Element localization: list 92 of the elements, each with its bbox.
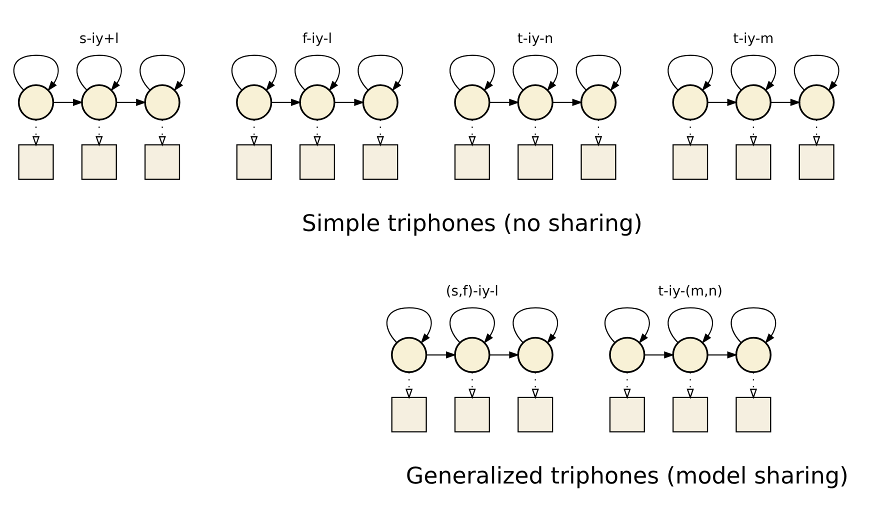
arrow [376, 119, 384, 146]
arrow [426, 350, 456, 358]
node-box [144, 144, 180, 180]
arrow [468, 372, 476, 399]
node-box [454, 396, 490, 432]
node-box [18, 144, 54, 180]
node-circle [362, 84, 398, 120]
arrow [294, 54, 340, 91]
arrow [140, 54, 185, 91]
arrow [231, 54, 277, 91]
node-circle [517, 84, 554, 120]
arrow [794, 54, 840, 91]
arrow [314, 119, 321, 146]
arrow [730, 54, 776, 91]
arrow [489, 98, 520, 106]
node-circle [735, 336, 772, 372]
node-box [391, 396, 427, 432]
arrow [708, 350, 738, 358]
node-circle [735, 84, 772, 120]
arrow [750, 372, 758, 399]
arrow [644, 350, 674, 358]
arrow [604, 306, 650, 344]
node-box [518, 144, 554, 180]
label: (s,f)-iy-l [446, 282, 499, 299]
node-circle [454, 84, 490, 120]
arrow [708, 98, 738, 106]
arrow [96, 119, 103, 146]
label: t-iy-(m,n) [658, 282, 722, 299]
node-circle [798, 84, 835, 120]
label: t-iy-m [733, 30, 774, 46]
node-circle [81, 84, 118, 120]
node-circle [144, 84, 180, 120]
node-circle [299, 84, 336, 120]
arrow [468, 119, 476, 146]
arrow [770, 98, 801, 106]
arrow [386, 306, 432, 344]
node-box [672, 396, 708, 432]
node-circle [454, 336, 490, 372]
arrow [116, 98, 146, 106]
arrow [750, 119, 758, 146]
node-box [798, 144, 834, 180]
arrow [158, 119, 166, 146]
node-circle [580, 84, 617, 120]
label: t-iy-n [517, 30, 554, 46]
arrow [32, 119, 40, 146]
arrow [730, 306, 776, 344]
arrow [271, 98, 302, 106]
arrow [358, 54, 404, 91]
arrow [532, 372, 539, 399]
arrow [53, 98, 84, 106]
arrow [668, 54, 713, 91]
arrow [624, 372, 631, 399]
node-box [518, 396, 554, 432]
label: s-iy+l [79, 30, 119, 46]
node-circle [609, 336, 646, 372]
node-circle [672, 336, 708, 372]
arrow [686, 372, 694, 399]
arrow [489, 350, 520, 358]
arrow [405, 372, 413, 399]
label: Generalized triphones (model sharing) [406, 462, 848, 489]
node-circle [391, 336, 428, 372]
arrow [334, 98, 365, 106]
node-box [580, 144, 616, 180]
arrow [576, 54, 622, 91]
arrow [812, 119, 820, 146]
node-box [454, 144, 490, 180]
arrow [512, 54, 558, 91]
node-box [609, 396, 645, 432]
node-box [299, 144, 336, 180]
arrow [250, 119, 258, 146]
node-circle [236, 84, 272, 120]
node-circle [517, 336, 554, 372]
arrow [686, 119, 694, 146]
node-box [736, 144, 772, 180]
arrow [449, 54, 495, 91]
arrow [532, 119, 539, 146]
node-box [236, 144, 272, 180]
node-box [362, 144, 398, 180]
label: f-iy-l [302, 30, 332, 46]
arrow [552, 98, 583, 106]
node-box [81, 144, 117, 180]
arrow [449, 306, 495, 344]
arrow [668, 306, 713, 344]
node-circle [672, 84, 708, 120]
node-box [736, 396, 772, 432]
label: Simple triphones (no sharing) [302, 210, 643, 236]
arrow [512, 306, 558, 344]
arrow [594, 119, 602, 146]
arrow [76, 54, 122, 91]
node-box [672, 144, 708, 180]
node-circle [18, 84, 54, 120]
arrow [13, 54, 59, 91]
